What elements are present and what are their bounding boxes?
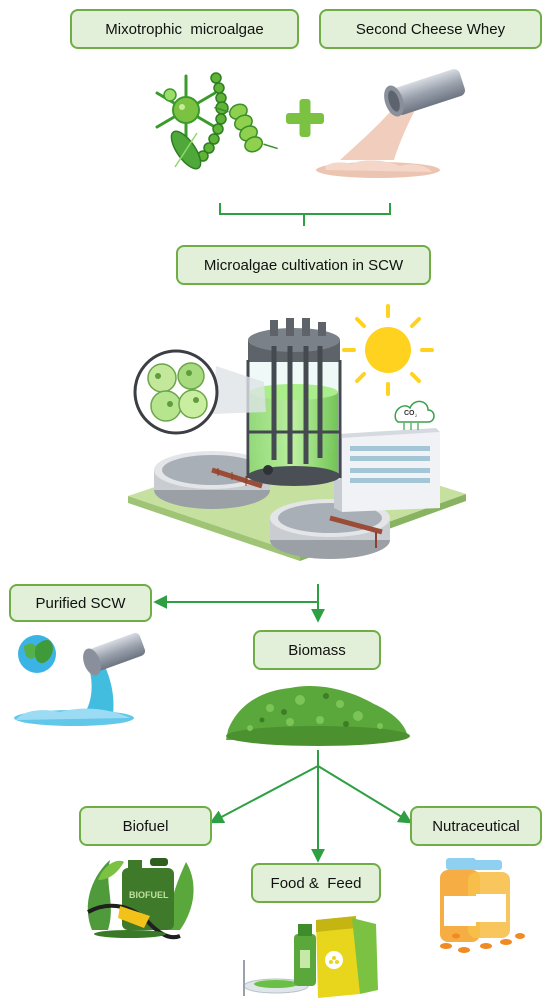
- mixotrophic-microalgae-box: Mixotrophic microalgae: [70, 9, 299, 49]
- control-building: [334, 428, 440, 512]
- co2-reduction-icon: CO 2: [394, 400, 435, 430]
- nutraceutical-box: Nutraceutical: [410, 806, 542, 846]
- food-feed-icon: [243, 916, 378, 998]
- microalgae-icon: [155, 72, 278, 170]
- second-cheese-whey-box: Second Cheese Whey: [319, 9, 542, 49]
- biofuel-icon: BIOFUEL: [87, 858, 194, 940]
- co2-label: CO: [404, 410, 415, 417]
- biomass-box: Biomass: [253, 630, 381, 670]
- arrow-to-biofuel: [209, 765, 319, 824]
- food-feed-box: Food & Feed: [251, 863, 381, 903]
- biofuel-can-label: BIOFUEL: [129, 890, 169, 900]
- whey-pipe-icon: [316, 69, 466, 178]
- cell-magnifier-icon: [133, 349, 266, 435]
- sun-icon: [342, 304, 434, 396]
- nutraceutical-icon: [440, 858, 525, 953]
- settling-tank-left: [154, 451, 270, 509]
- treatment-plant-illustration: CO 2: [128, 304, 466, 561]
- biomass-heap-icon: [226, 685, 410, 746]
- purified-water-icon: [14, 632, 146, 726]
- arrow-to-nutraceutical: [317, 765, 413, 824]
- merge-bracket: [219, 203, 391, 226]
- bioreactor-icon: [246, 318, 342, 486]
- purified-scw-box: Purified SCW: [9, 584, 152, 622]
- biofuel-box: Biofuel: [79, 806, 212, 846]
- microalgae-cultivation-box: Microalgae cultivation in SCW: [176, 245, 431, 285]
- plus-icon: [286, 99, 324, 137]
- co2-subscript: 2: [415, 413, 418, 418]
